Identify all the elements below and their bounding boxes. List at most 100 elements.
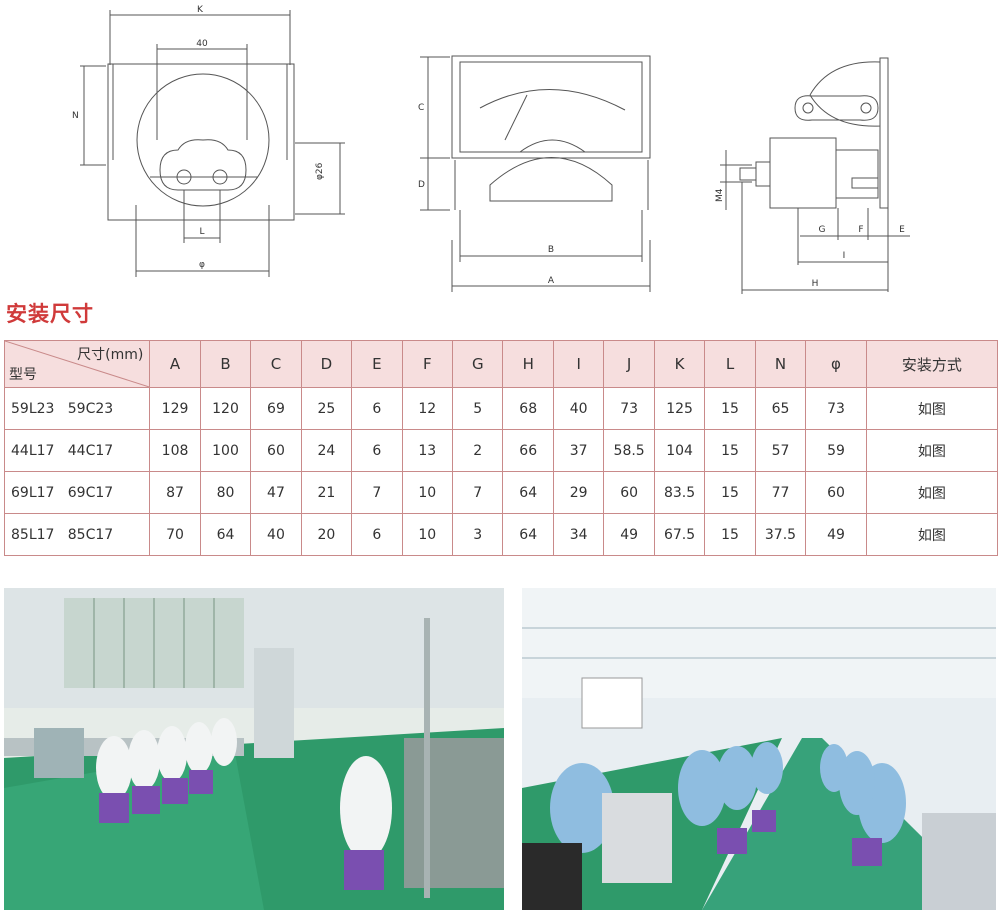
table-cell: 2 xyxy=(452,429,504,472)
table-row: 44L17 44C17 108 100 60 24 6 13 2 66 37 5… xyxy=(3,429,999,472)
column-header: K xyxy=(653,340,706,388)
dim-label-l: L xyxy=(199,227,204,237)
table-cell: 34 xyxy=(552,513,605,556)
model-cell: 44L17 44C17 xyxy=(3,429,151,472)
column-header: F xyxy=(401,340,454,388)
dim-label-d: D xyxy=(418,180,425,190)
table-cell: 58.5 xyxy=(603,429,655,472)
column-header: D xyxy=(300,340,353,388)
table-row: 69L17 69C17 87 80 47 21 7 10 7 64 29 60 … xyxy=(3,471,999,514)
table-cell: 47 xyxy=(250,471,302,514)
table-cell: 64 xyxy=(502,513,554,556)
front-view-drawing xyxy=(80,10,345,277)
factory-photo-left xyxy=(4,588,504,910)
column-header: L xyxy=(704,340,756,388)
corner-label-model: 型号 xyxy=(9,367,37,383)
column-header: J xyxy=(603,340,655,388)
dim-label-phi: φ xyxy=(199,260,205,270)
dim-label-c: C xyxy=(418,103,424,113)
dim-label-40: 40 xyxy=(196,39,208,49)
table-cell: 24 xyxy=(300,429,353,472)
side-view-drawing xyxy=(720,57,910,294)
table-cell: 15 xyxy=(704,471,756,514)
dim-label-phi26: φ26 xyxy=(315,162,325,180)
column-header: φ xyxy=(805,340,867,388)
model-cell: 69L17 69C17 xyxy=(3,471,151,514)
table-cell: 57 xyxy=(754,429,807,472)
column-header: C xyxy=(250,340,302,388)
table-cell: 6 xyxy=(351,513,403,556)
table-cell: 64 xyxy=(502,471,554,514)
table-cell: 120 xyxy=(199,387,252,430)
technical-drawings: K 40 N φ26 L φ C D B A M4 G F E I H xyxy=(72,5,910,294)
table-row: 59L23 59C23 129 120 69 25 6 12 5 68 40 7… xyxy=(3,387,999,430)
table-cell: 37 xyxy=(552,429,605,472)
table-cell: 59 xyxy=(805,429,867,472)
table-cell: 10 xyxy=(401,513,454,556)
table-cell: 64 xyxy=(199,513,252,556)
table-cell: 108 xyxy=(149,429,201,472)
table-cell: 5 xyxy=(452,387,504,430)
model-cell: 59L23 59C23 xyxy=(3,387,151,430)
column-header: H xyxy=(502,340,554,388)
dim-label-a: A xyxy=(548,276,555,286)
dim-label-e: E xyxy=(899,225,905,235)
table-cell: 83.5 xyxy=(653,471,706,514)
table-cell: 如图 xyxy=(865,387,999,430)
corner-label-size: 尺寸(mm) xyxy=(77,347,144,363)
dim-label-f: F xyxy=(858,225,863,235)
dimension-table: 尺寸(mm) 型号 A B C D E F G H I J K L N φ 安装… xyxy=(3,340,999,556)
table-cell: 125 xyxy=(653,387,706,430)
table-cell: 60 xyxy=(250,429,302,472)
table-cell: 49 xyxy=(603,513,655,556)
table-cell: 10 xyxy=(401,471,454,514)
table-cell: 49 xyxy=(805,513,867,556)
table-cell: 40 xyxy=(552,387,605,430)
table-header-row: 尺寸(mm) 型号 A B C D E F G H I J K L N φ 安装… xyxy=(3,340,999,388)
table-cell: 87 xyxy=(149,471,201,514)
factory-photo-right xyxy=(522,588,996,910)
table-row: 85L17 85C17 70 64 40 20 6 10 3 64 34 49 … xyxy=(3,513,999,556)
dim-label-i: I xyxy=(843,251,846,261)
table-cell: 15 xyxy=(704,513,756,556)
dim-label-g: G xyxy=(819,225,826,235)
dim-label-b: B xyxy=(548,245,554,255)
column-header: G xyxy=(452,340,504,388)
table-cell: 70 xyxy=(149,513,201,556)
table-cell: 7 xyxy=(452,471,504,514)
table-cell: 37.5 xyxy=(754,513,807,556)
table-cell: 25 xyxy=(300,387,353,430)
table-cell: 69 xyxy=(250,387,302,430)
table-cell: 20 xyxy=(300,513,353,556)
table-cell: 67.5 xyxy=(653,513,706,556)
table-cell: 29 xyxy=(552,471,605,514)
column-header: A xyxy=(149,340,201,388)
table-cell: 21 xyxy=(300,471,353,514)
column-header: 安装方式 xyxy=(865,340,999,388)
panel-view-drawing xyxy=(420,55,651,292)
dim-label-m4: M4 xyxy=(715,188,725,202)
table-cell: 73 xyxy=(805,387,867,430)
table-cell: 7 xyxy=(351,471,403,514)
dim-label-h: H xyxy=(812,279,819,289)
section-title: 安装尺寸 xyxy=(6,302,94,326)
table-cell: 68 xyxy=(502,387,554,430)
table-cell: 6 xyxy=(351,387,403,430)
table-cell: 如图 xyxy=(865,471,999,514)
dim-label-k: K xyxy=(197,5,204,15)
table-cell: 15 xyxy=(704,387,756,430)
table-cell: 12 xyxy=(401,387,454,430)
table-cell: 3 xyxy=(452,513,504,556)
table-cell: 13 xyxy=(401,429,454,472)
column-header: E xyxy=(351,340,403,388)
table-cell: 104 xyxy=(653,429,706,472)
table-cell: 60 xyxy=(603,471,655,514)
table-cell: 40 xyxy=(250,513,302,556)
table-cell: 77 xyxy=(754,471,807,514)
table-cell: 6 xyxy=(351,429,403,472)
column-header: N xyxy=(754,340,807,388)
table-cell: 如图 xyxy=(865,513,999,556)
table-cell: 如图 xyxy=(865,429,999,472)
table-cell: 73 xyxy=(603,387,655,430)
table-cell: 60 xyxy=(805,471,867,514)
